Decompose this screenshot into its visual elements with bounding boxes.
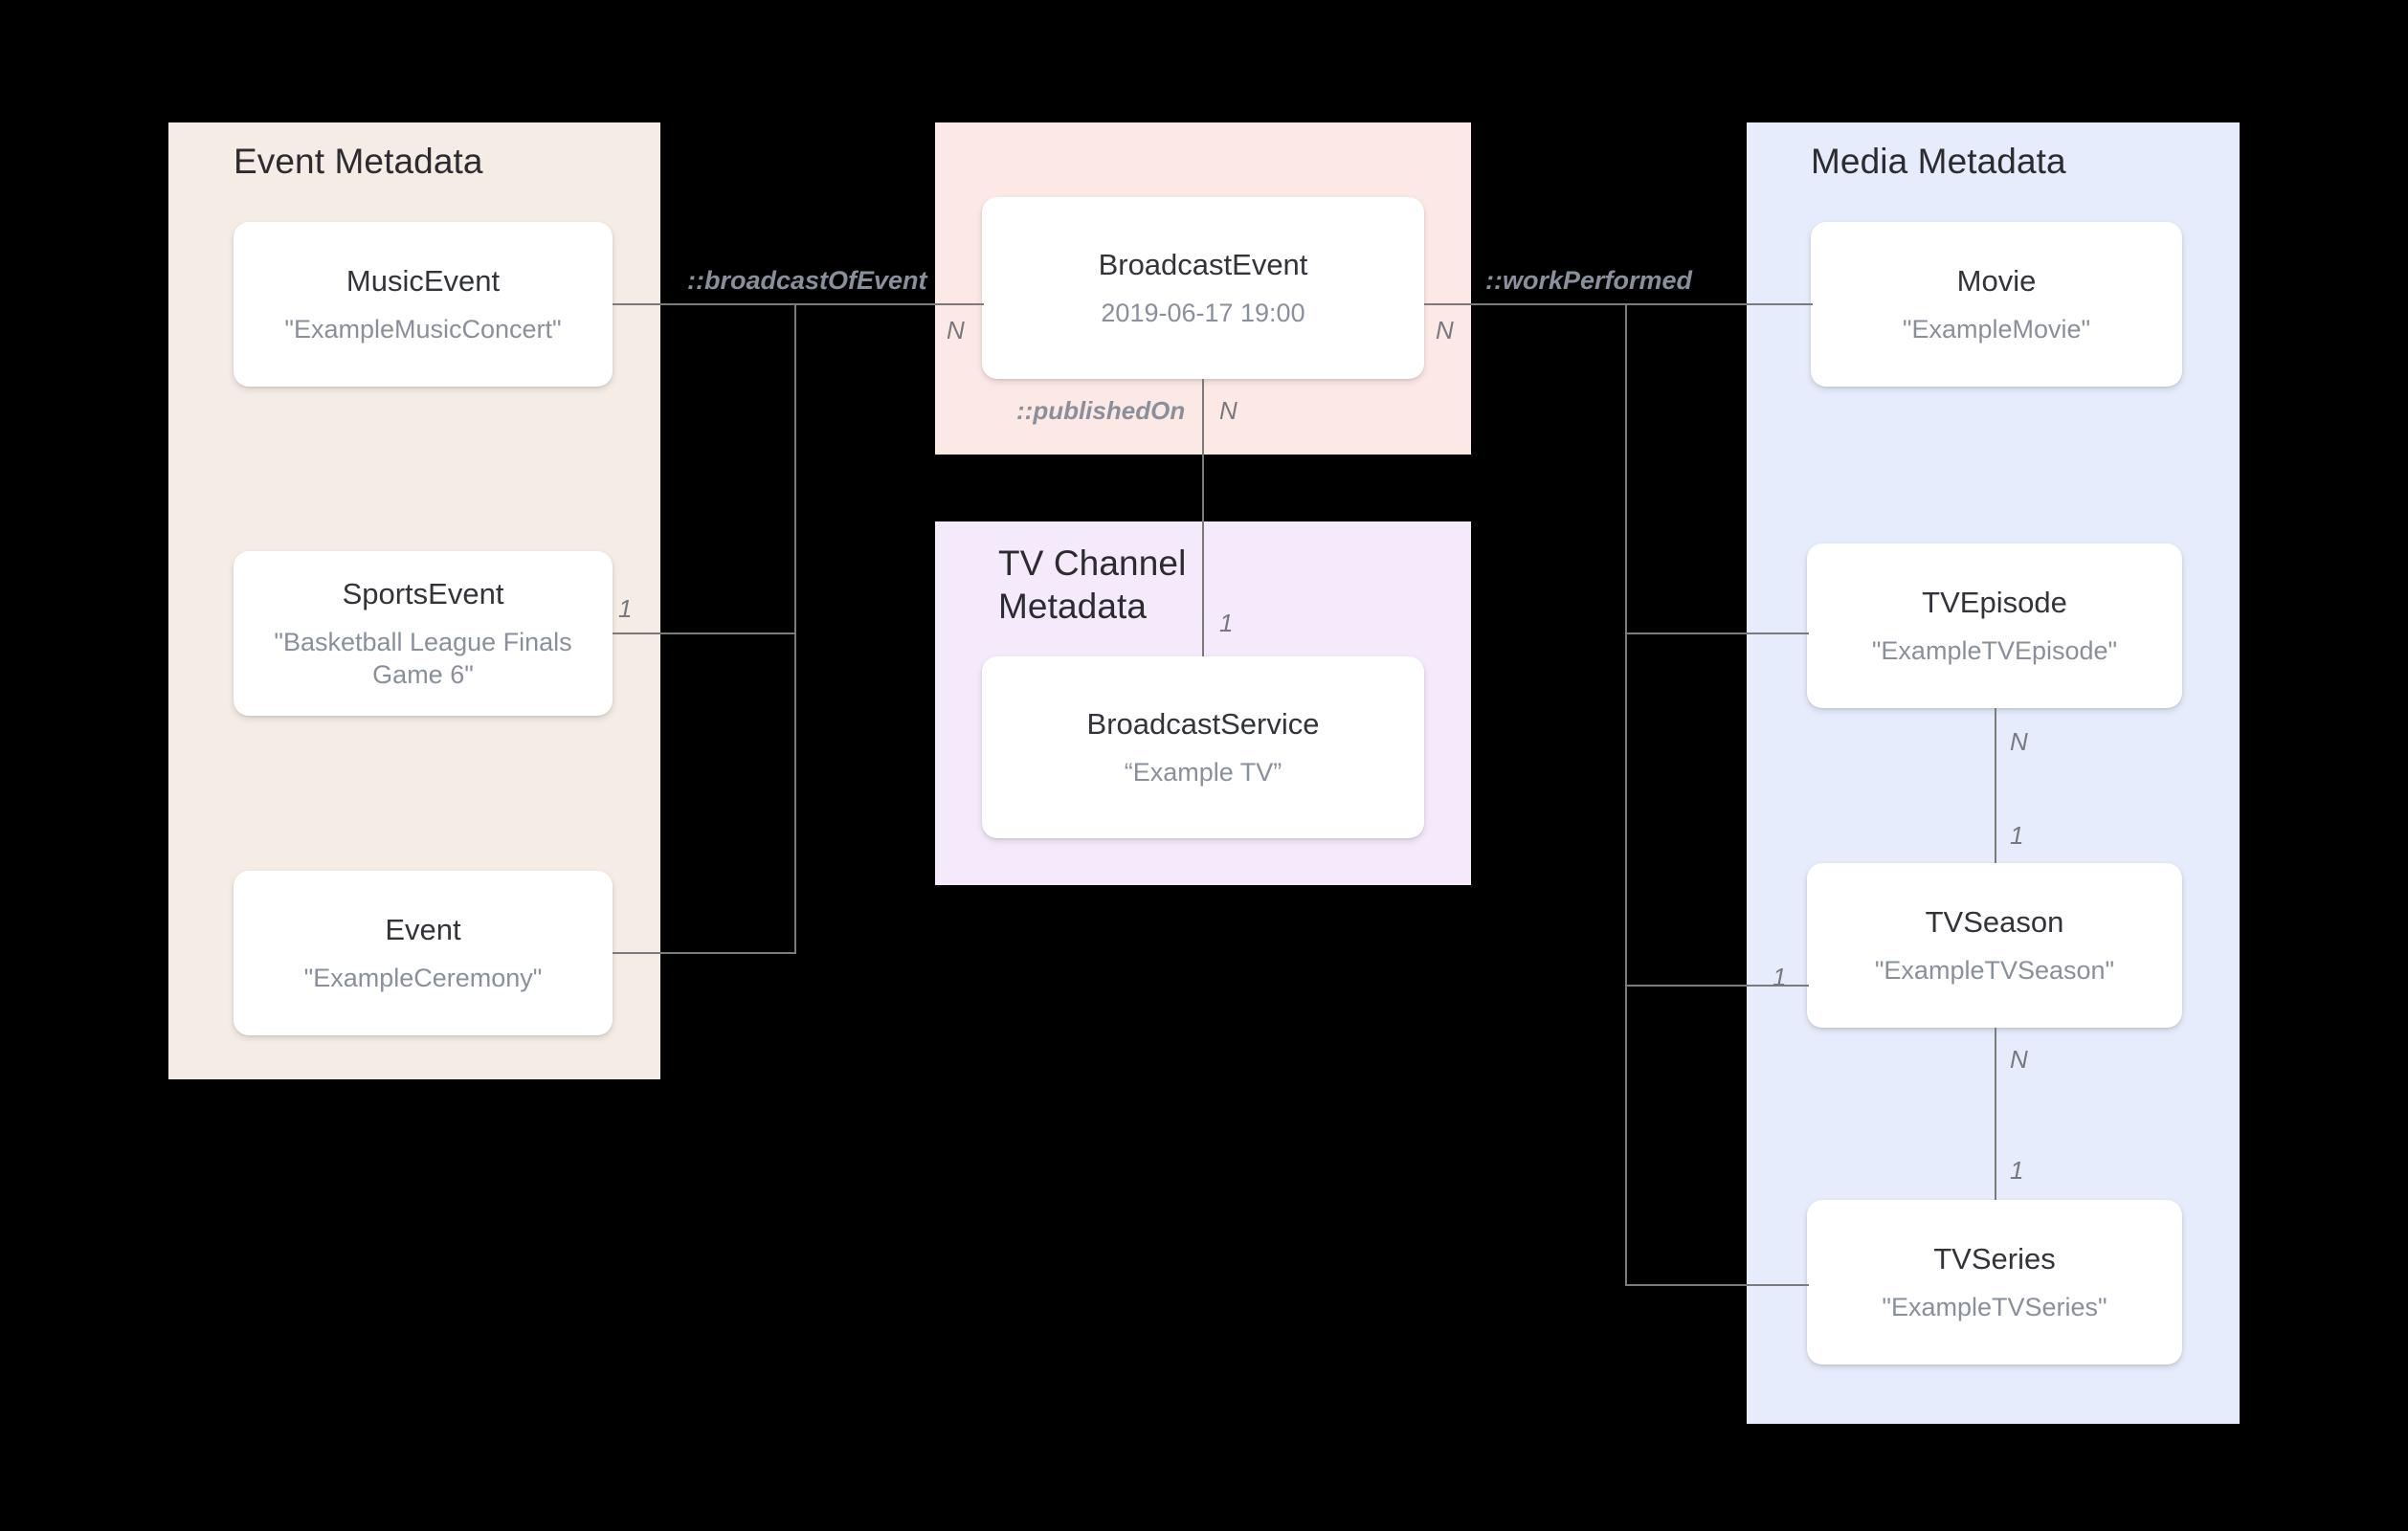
node-sports-event[interactable]: SportsEvent "Basketball League Finals Ga… [234,551,613,716]
node-title: BroadcastService [1086,707,1320,741]
node-title: Event [385,913,461,946]
node-value: "ExampleMovie" [1902,315,2091,344]
group-title-media-metadata: Media Metadata [1811,142,2066,181]
cardinality-tv-episode-n: N [2010,727,2028,756]
node-title: TVSeries [1933,1242,2056,1276]
node-event[interactable]: Event "ExampleCeremony" [234,871,613,1035]
edge-movie-stub [1625,303,1813,305]
node-title: TVSeason [1925,905,2064,939]
edge-work-performed-trunk [1424,303,1627,305]
node-title: SportsEvent [342,577,504,610]
edge-broadcast-of-event-bus [794,303,796,954]
node-tv-season[interactable]: TVSeason "ExampleTVSeason" [1807,863,2182,1028]
cardinality-broadcast-service-one: 1 [1219,609,1234,637]
edge-broadcast-of-event-trunk [794,303,984,305]
node-broadcast-event[interactable]: BroadcastEvent 2019-06-17 19:00 [982,197,1424,379]
node-value: "ExampleCeremony" [303,964,543,992]
group-title-event-metadata: Event Metadata [234,142,483,181]
node-value: "ExampleTVSeries" [1882,1293,2107,1321]
cardinality-tv-series-one: 1 [2010,1156,2024,1185]
node-value: "ExampleTVEpisode" [1871,636,2118,665]
edge-music-event-stub [613,303,796,305]
node-tv-episode[interactable]: TVEpisode "ExampleTVEpisode" [1807,544,2182,708]
edge-event-stub [613,952,796,954]
node-value: “Example TV” [1124,758,1282,787]
cardinality-broadcast-right-n: N [1436,316,1454,344]
edge-tv-season-stub [1625,985,1809,987]
edge-published-on-line [1202,379,1204,656]
cardinality-broadcast-left-n: N [947,316,965,344]
edge-episode-season-line [1995,708,1996,863]
edge-tv-episode-stub [1625,632,1809,634]
node-value: "Basketball League Finals Game 6" [274,628,572,689]
edge-work-performed-bus [1625,303,1627,1286]
cardinality-tv-season-left-one: 1 [1773,963,1787,991]
cardinality-sports-event-one: 1 [618,594,633,623]
edge-label-broadcast-of-event: ::broadcastOfEvent [687,266,927,295]
node-title: Movie [1956,264,2037,298]
cardinality-tv-season-top-one: 1 [2010,821,2024,850]
node-value: 2019-06-17 19:00 [1101,299,1305,327]
node-movie[interactable]: Movie "ExampleMovie" [1811,222,2182,387]
node-value: "ExampleTVSeason" [1874,956,2115,985]
cardinality-published-on-n: N [1219,396,1237,425]
node-music-event[interactable]: MusicEvent "ExampleMusicConcert" [234,222,613,387]
node-value: "ExampleMusicConcert" [284,315,562,344]
node-title: BroadcastEvent [1098,248,1308,281]
node-tv-series[interactable]: TVSeries "ExampleTVSeries" [1807,1200,2182,1365]
node-title: TVEpisode [1922,586,2067,619]
edge-label-work-performed: ::workPerformed [1485,266,1693,295]
node-broadcast-service[interactable]: BroadcastService “Example TV” [982,656,1424,838]
node-title: MusicEvent [346,264,501,298]
edge-tv-series-stub [1625,1284,1809,1286]
edge-label-published-on: ::publishedOn [1016,396,1186,425]
cardinality-tv-season-n: N [2010,1045,2028,1074]
group-title-tv-channel-metadata: TV Channel Metadata [998,544,1187,626]
edge-season-series-line [1995,1028,1996,1200]
edge-sports-event-stub [613,632,796,634]
